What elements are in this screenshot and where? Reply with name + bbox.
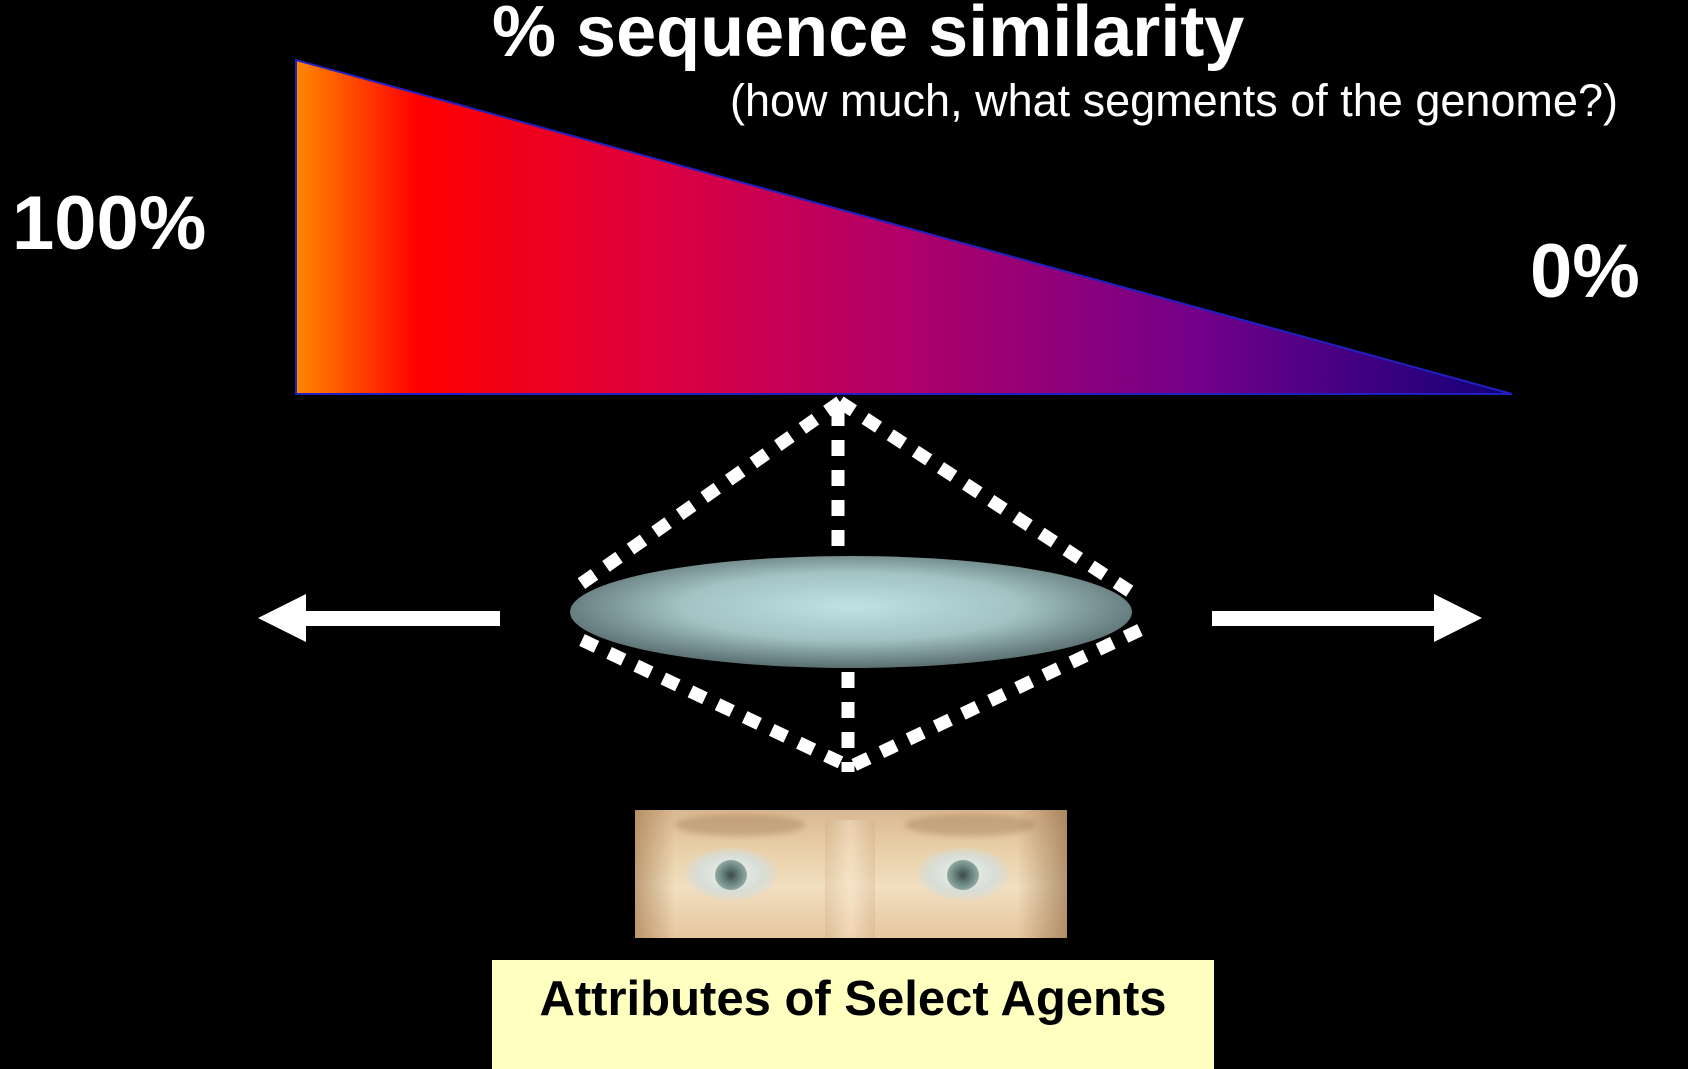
nose-bridge: [825, 820, 875, 938]
focus-lens: [570, 556, 1132, 668]
left-arrow: [258, 594, 500, 642]
upper-pyramid-dotted: [574, 396, 1138, 600]
right-iris: [947, 860, 979, 890]
right-brow: [905, 814, 1035, 836]
left-brow: [675, 814, 805, 836]
left-iris: [715, 860, 747, 890]
lower-pyramid-dotted: [579, 624, 1143, 772]
similarity-low-label: 0%: [1530, 229, 1640, 314]
caption-text: Attributes of Select Agents: [539, 971, 1167, 1026]
eyes-photo: [635, 810, 1067, 938]
right-arrow: [1212, 594, 1482, 642]
diagram-title: % sequence similarity: [492, 0, 1245, 72]
diagram-subtitle: (how much, what segments of the genome?): [730, 75, 1618, 126]
similarity-high-label: 100%: [12, 181, 207, 266]
similarity-wedge: [295, 58, 1513, 395]
right-eye: [917, 848, 1009, 900]
left-eye: [685, 848, 777, 900]
caption-box: Attributes of Select Agents: [492, 960, 1214, 1069]
photo-shade-left: [635, 810, 675, 938]
photo-shade-right: [1017, 810, 1067, 938]
